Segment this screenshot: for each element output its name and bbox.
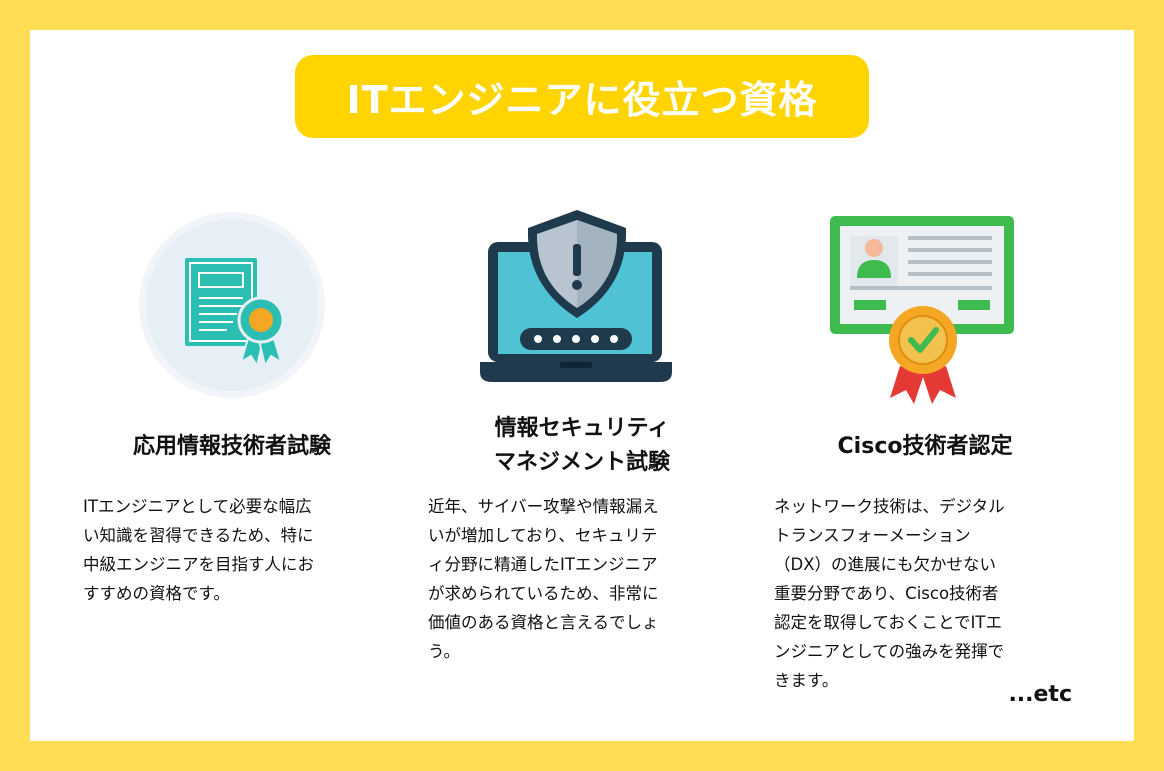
cert-heading-applied-info: 応用情報技術者試験: [132, 434, 331, 459]
laptop-security-shield-icon: [476, 206, 676, 386]
cert-heading-info-security: 情報セキュリティ マネジメント試験: [493, 416, 670, 475]
cert-heading-cisco: Cisco技術者認定: [837, 434, 1013, 459]
etc-label: ...etc: [1008, 682, 1072, 707]
certificate-ribbon-icon: [137, 210, 327, 400]
title-badge: ITエンジニアに役立つ資格: [295, 55, 869, 138]
cert-description-applied-info: ITエンジニアとして必要な幅広 い知識を習得できるため、特に 中級エンジニアを目…: [83, 497, 314, 603]
content-card: ITエンジニアに役立つ資格 応用情報技術者試験 ITエンジニアとして必要な幅広 …: [30, 30, 1134, 741]
cert-description-cisco: ネットワーク技術は、デジタル トランスフォーメーション （DX）の進展にも欠かせ…: [774, 497, 1005, 690]
cert-description-info-security: 近年、サイバー攻撃や情報漏え いが増加しており、セキュリテ ィ分野に精通したIT…: [428, 497, 659, 661]
id-card-badge-icon: [830, 216, 1016, 406]
page-title: ITエンジニアに役立つ資格: [346, 78, 818, 122]
